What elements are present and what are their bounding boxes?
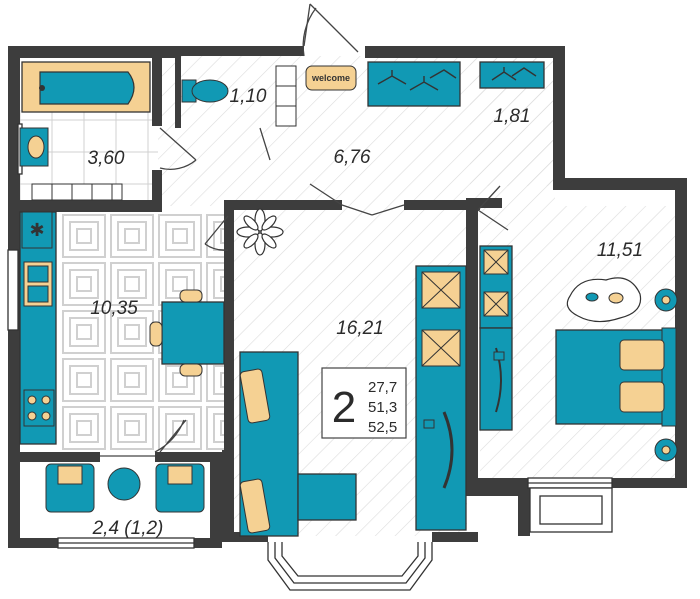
room-labels: 3,60 1,10 6,76 1,81 10,35 16,21 11,51 2,… (88, 86, 644, 539)
room-label-balcony: 2,4 (1,2) (92, 518, 164, 539)
room-label-living: 16,21 (336, 318, 384, 339)
bay-window (267, 542, 433, 591)
chair-left (149, 321, 163, 347)
doors (100, 3, 509, 457)
bedroom-fixtures (479, 245, 678, 462)
bathroom-fixtures (19, 61, 151, 201)
living-door-right (371, 204, 405, 216)
toilet-radiator (275, 65, 297, 127)
welcome-mat (305, 65, 357, 91)
room-label-storage: 1,81 (494, 106, 531, 127)
balcony-door (100, 419, 187, 457)
bedroom-door (477, 185, 509, 231)
area-living: 27,7 (368, 379, 397, 396)
sofa-chaise (297, 473, 357, 521)
living-fixtures (236, 208, 467, 537)
area-with-balcony: 52,5 (368, 419, 397, 436)
kitchen-fixtures: ✱ (19, 211, 225, 445)
tv-cabinet (415, 265, 467, 531)
summary-box (321, 367, 407, 439)
room-label-bathroom: 3,60 (88, 148, 125, 169)
asterisk-icon: ✱ (29, 220, 44, 240)
living-door-left (309, 183, 373, 216)
toilet-door (259, 127, 271, 161)
chair-top (179, 289, 203, 303)
toilet-fixtures (181, 65, 297, 127)
area-summary: 2 27,7 51,3 52,5 (321, 367, 407, 439)
dining-table (161, 301, 225, 365)
desk (479, 327, 513, 431)
room-count: 2 (332, 383, 356, 432)
chair-bottom (179, 363, 203, 377)
kitchen-door (204, 215, 229, 251)
area-total: 51,3 (368, 399, 397, 416)
kitchen-window (7, 249, 19, 331)
toilet-bowl (191, 79, 229, 103)
entrance-door (302, 3, 359, 57)
balcony-furniture (45, 463, 205, 513)
room-label-toilet: 1,10 (230, 86, 267, 107)
hall-wardrobes (367, 61, 545, 107)
plant-icon (236, 208, 284, 256)
wardrobe-1 (367, 61, 461, 107)
tv (442, 411, 454, 489)
fur-rug (566, 277, 642, 323)
room-label-hall: 6,76 (334, 147, 371, 168)
balcony-table (107, 467, 141, 501)
stove (23, 389, 55, 427)
welcome-mat-text: welcome (311, 73, 350, 83)
radiator (31, 183, 123, 201)
room-label-bedroom: 11,51 (597, 240, 643, 261)
room-label-kitchen: 10,35 (90, 298, 138, 319)
bath-door (159, 127, 197, 170)
